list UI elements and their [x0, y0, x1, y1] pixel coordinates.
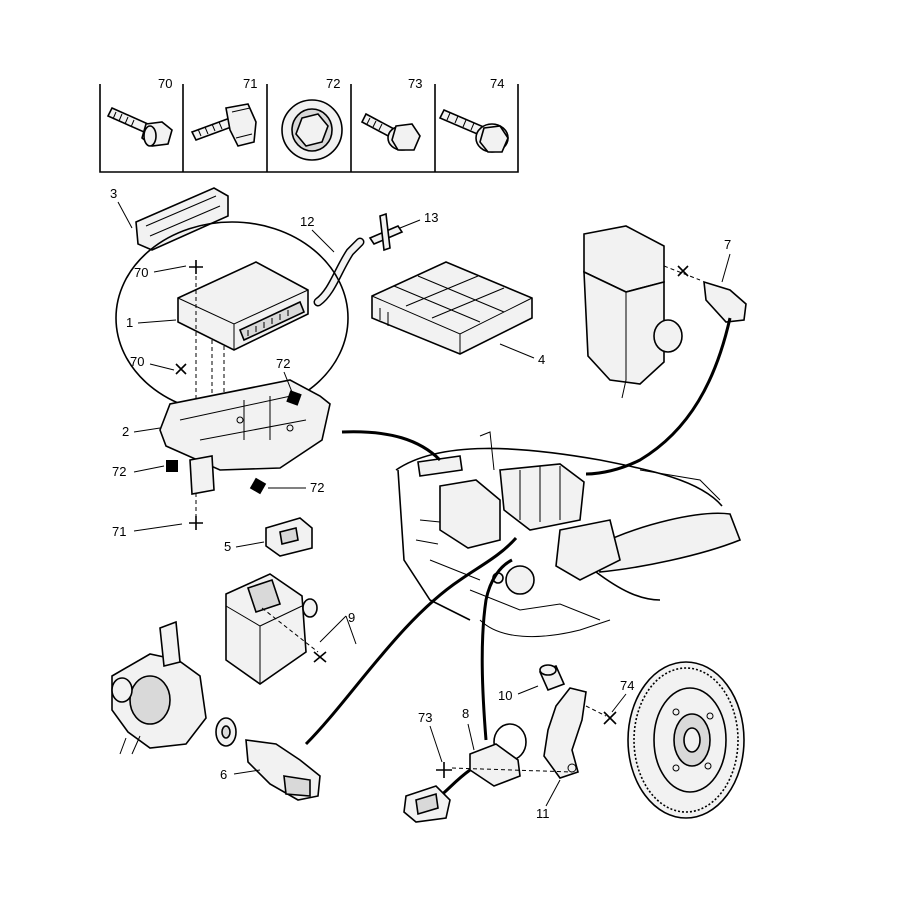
callout-6: 6: [220, 767, 227, 782]
cover-part-3: [135, 187, 229, 251]
relay-part-5: [265, 517, 313, 557]
harness-wire-7: [585, 317, 732, 476]
table-header-74: 74: [490, 76, 504, 91]
callout-7: 7: [724, 237, 731, 252]
harness-wire-8: [480, 558, 513, 741]
callout-74: 74: [620, 678, 634, 693]
callout-5: 5: [224, 539, 231, 554]
sensor-part-7: [703, 280, 747, 323]
callout-9: 9: [348, 610, 355, 625]
bracket-part-11: [543, 687, 587, 779]
flywheel: [627, 661, 745, 819]
callout-73: 73: [418, 710, 432, 725]
callout-12: 12: [300, 214, 314, 229]
fastener-table: 70 71 72 73 74: [99, 76, 519, 173]
hose-part-12: [313, 237, 365, 307]
nut-icon: [281, 99, 343, 161]
nut-marker-72-top: [286, 390, 302, 406]
screw-mark-73: [436, 762, 452, 778]
callout-10: 10: [498, 688, 512, 703]
washer-screw-icon: [360, 112, 421, 151]
callout-70-left: 70: [130, 354, 144, 369]
table-header-70: 70: [158, 76, 172, 91]
cross-mark-74: [603, 711, 617, 725]
callout-2: 2: [122, 424, 129, 439]
callout-4: 4: [538, 352, 545, 367]
callout-70-top: 70: [134, 265, 148, 280]
sensor-part-8: [403, 723, 527, 823]
callout-13: 13: [424, 210, 438, 225]
cross-mark-7: [677, 265, 689, 277]
nut-marker-72-right: [249, 477, 267, 495]
bolt-icon: [190, 103, 257, 147]
bracket-part-2: [159, 379, 331, 495]
ignition-module-part-9: [225, 573, 318, 685]
callout-1: 1: [126, 315, 133, 330]
screw-mark-71: [189, 516, 203, 530]
ecu-part-1: [177, 261, 309, 351]
callout-3: 3: [110, 186, 117, 201]
screw-icon: [106, 106, 173, 147]
harness-wire-6: [304, 537, 518, 746]
callout-72-right: 72: [310, 480, 324, 495]
nut-marker-72-left: [166, 460, 178, 472]
table-header-71: 71: [243, 76, 257, 91]
filter-housing: [583, 225, 683, 399]
callout-72-top: 72: [276, 356, 290, 371]
connector-part-13: [368, 212, 404, 252]
table-header-72: 72: [326, 76, 340, 91]
flange-bolt-icon: [438, 108, 509, 153]
sensor-part-6: [245, 739, 321, 801]
throttle-body: [111, 620, 207, 755]
module-part-4: [371, 261, 533, 355]
callout-11: 11: [536, 806, 550, 821]
callout-71: 71: [112, 524, 126, 539]
callout-72-left: 72: [112, 464, 126, 479]
spacer-part-10: [538, 664, 566, 692]
cross-mark: [175, 363, 187, 375]
callout-8: 8: [462, 706, 469, 721]
cross-mark-9: [313, 651, 327, 663]
table-header-73: 73: [408, 76, 422, 91]
washer: [215, 717, 237, 747]
harness-wire-ecu: [341, 430, 442, 462]
screw-mark-70: [189, 260, 203, 274]
engine-bay: [395, 431, 742, 637]
